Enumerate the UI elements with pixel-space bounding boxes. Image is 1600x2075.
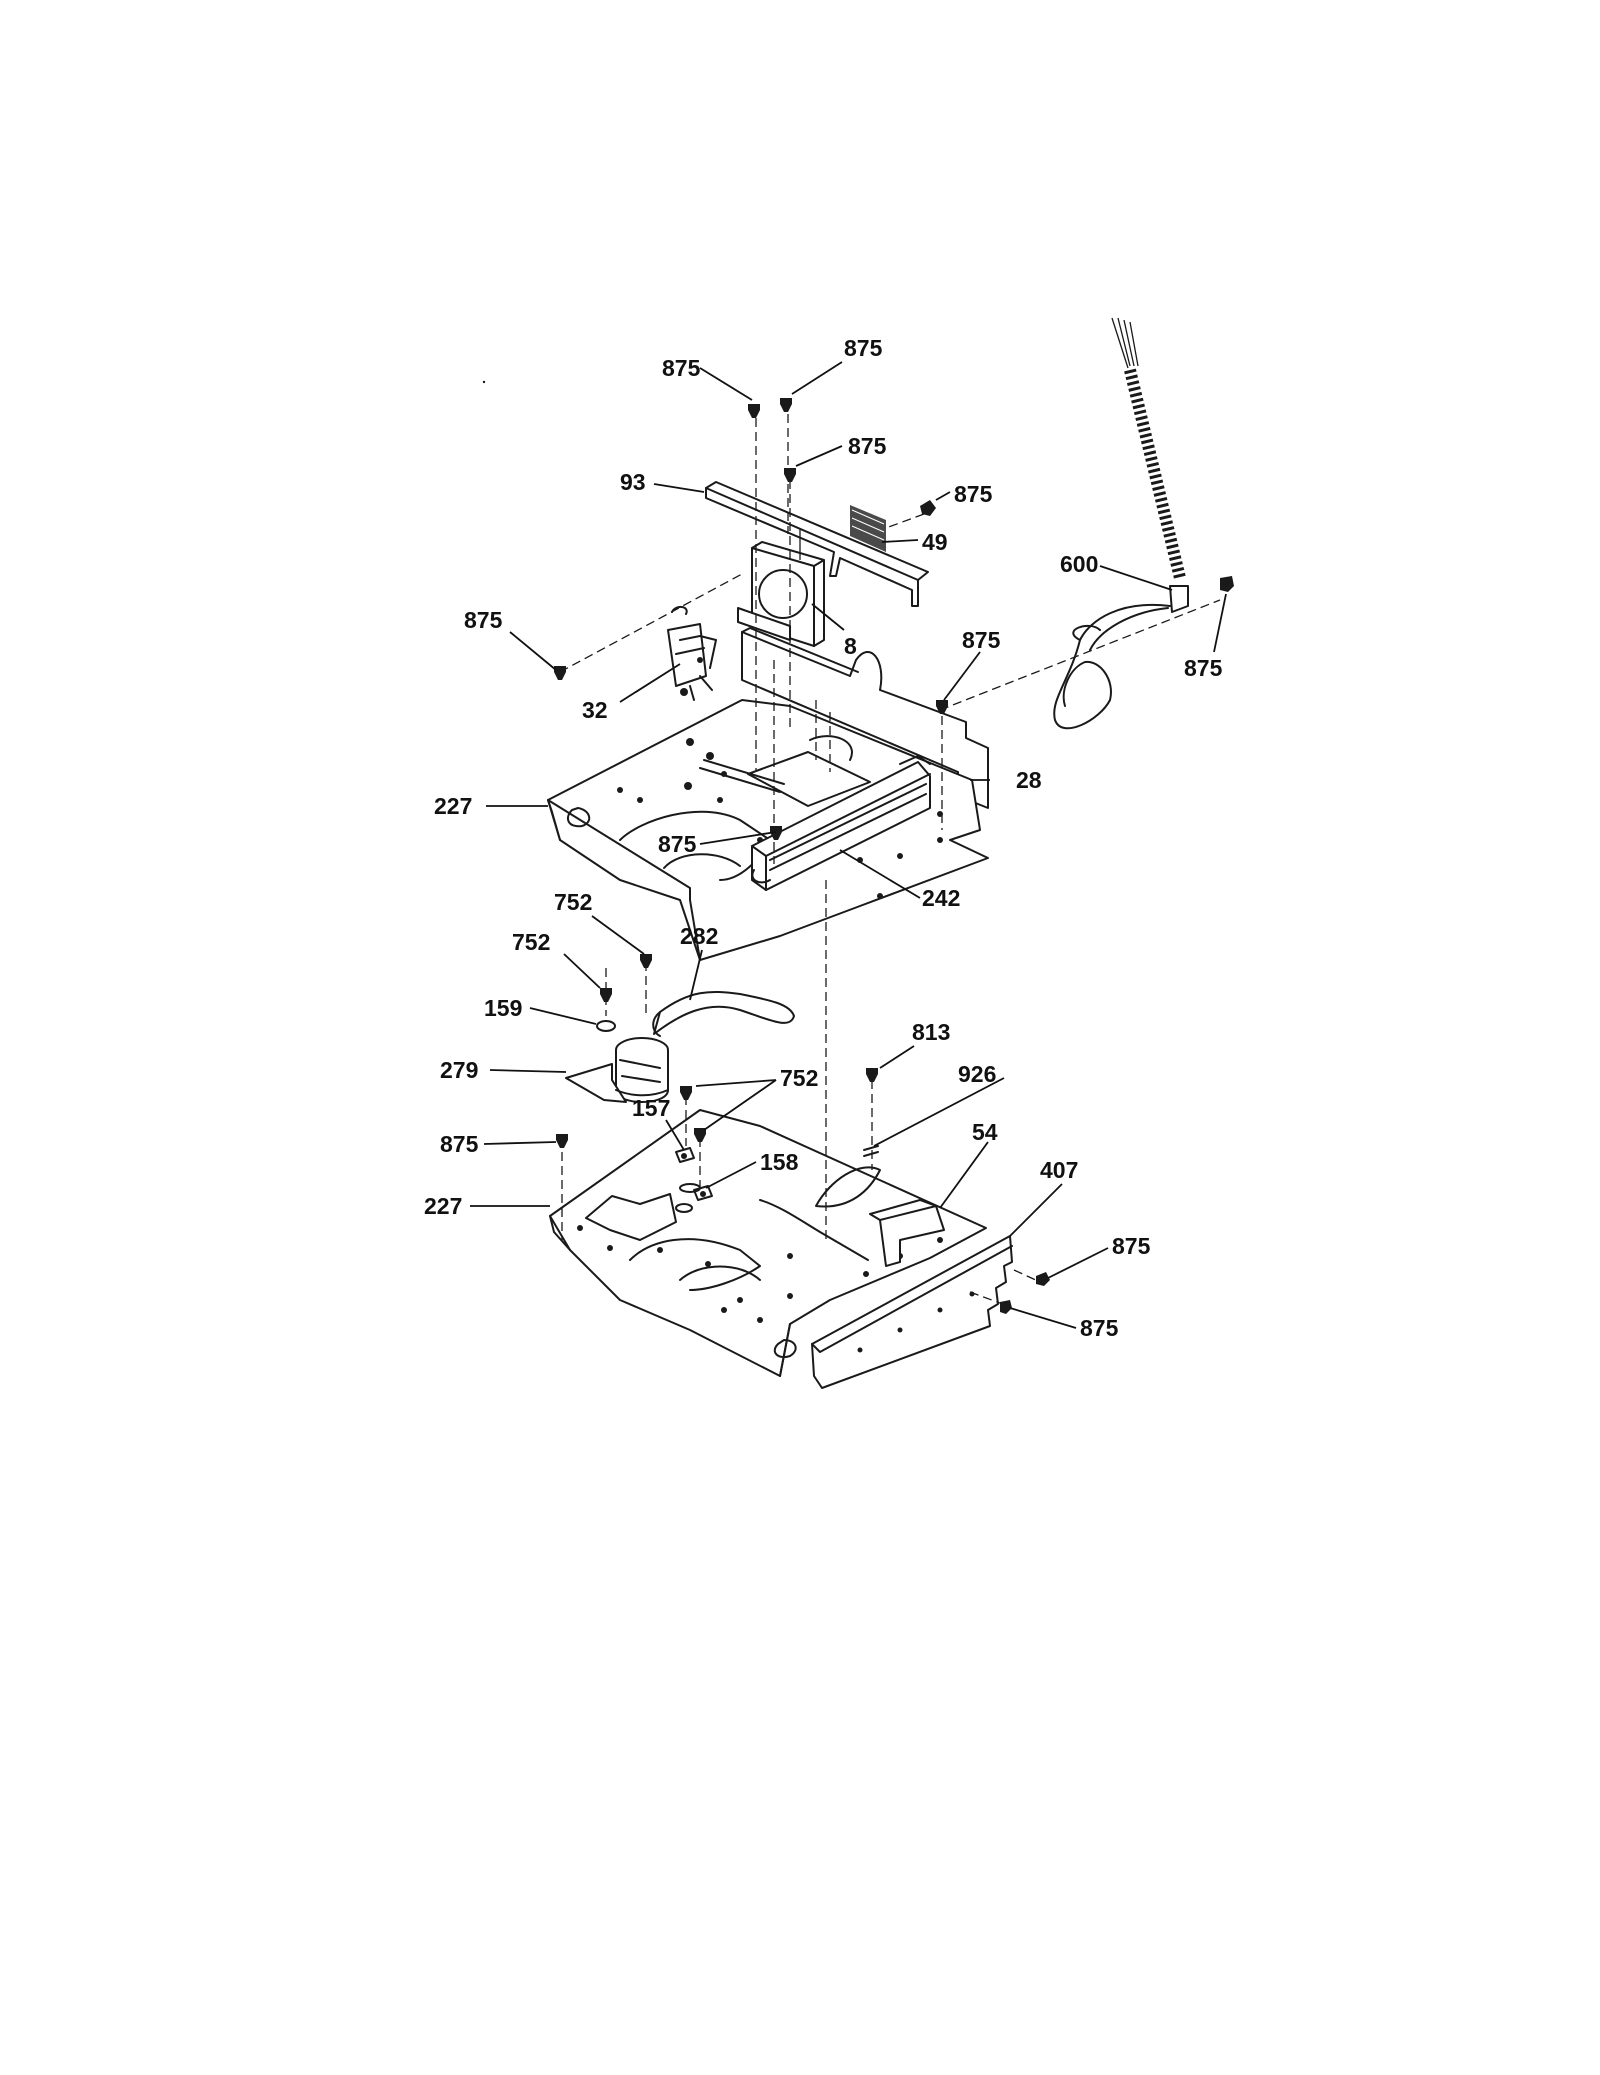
part-label-242: 242: [922, 885, 960, 911]
part-label-875: 875: [1184, 655, 1223, 681]
part-label-875: 875: [848, 433, 887, 459]
part-label-227: 227: [424, 1193, 462, 1219]
bracket-54: [869, 1199, 945, 1267]
part-label-752: 752: [512, 929, 550, 955]
screw-icon: [936, 700, 948, 714]
part-label-157: 157: [632, 1095, 670, 1121]
cord-wires: [1111, 317, 1139, 369]
bracket-93: [705, 481, 929, 607]
screw-icon: [1220, 576, 1234, 592]
cord-coil: [1053, 603, 1171, 730]
motor-32: [667, 606, 717, 701]
part-label-875: 875: [662, 355, 701, 381]
screw-icon: [600, 988, 612, 1002]
fan-housing-8: [737, 541, 825, 647]
cord-loop: [1072, 624, 1101, 641]
cord-lead: [1089, 607, 1169, 651]
stray-dot: [482, 380, 486, 384]
screw-icon: [780, 398, 792, 412]
part-label-54: 54: [972, 1119, 998, 1145]
part-label-875: 875: [658, 831, 697, 857]
part-label-32: 32: [582, 697, 608, 723]
part-label-875: 875: [440, 1131, 479, 1157]
part-label-158: 158: [760, 1149, 799, 1175]
screw-icon: [680, 1086, 692, 1100]
upper-base-pan-227: [547, 699, 989, 961]
screw-icon: [1000, 1300, 1012, 1314]
part-label-407: 407: [1040, 1157, 1078, 1183]
part-label-8: 8: [844, 633, 857, 659]
part-label-752: 752: [554, 889, 592, 915]
pump-279: [565, 1037, 669, 1103]
clip-159: [596, 1020, 616, 1032]
part-labels: 875 875 875 875 93 49 600 875 8 875 32 8…: [424, 335, 1223, 1341]
screw-icon: [1036, 1272, 1050, 1286]
screw-icon: [866, 1068, 878, 1082]
screw-icon: [554, 666, 566, 680]
part-label-159: 159: [484, 995, 522, 1021]
assembly-lines: [559, 414, 1221, 1307]
screw-icon: [920, 500, 936, 516]
part-label-875: 875: [962, 627, 1001, 653]
part-label-813: 813: [912, 1019, 950, 1045]
part-label-93: 93: [620, 469, 646, 495]
cord-bracket: [1169, 585, 1189, 613]
part-label-926: 926: [958, 1061, 996, 1087]
part-label-49: 49: [922, 529, 948, 555]
screw-icon: [640, 954, 652, 968]
hose-282: [652, 990, 795, 1037]
clip-158: [693, 1185, 713, 1201]
screw-icon: [748, 404, 760, 418]
part-label-752: 752: [780, 1065, 818, 1091]
screw-icon: [556, 1134, 568, 1148]
part-label-875: 875: [464, 607, 503, 633]
leader-lines: [470, 361, 1227, 1329]
part-label-227: 227: [434, 793, 472, 819]
part-label-875: 875: [844, 335, 883, 361]
part-label-279: 279: [440, 1057, 478, 1083]
part-label-600: 600: [1060, 551, 1098, 577]
duct-242: [751, 755, 931, 891]
part-label-282: 282: [680, 923, 718, 949]
part-label-875: 875: [954, 481, 993, 507]
part-label-875: 875: [1080, 1315, 1119, 1341]
part-label-875: 875: [1112, 1233, 1151, 1259]
power-cord-assembly: [1053, 317, 1189, 730]
front-panel-407: [811, 1235, 1013, 1389]
screws: [554, 398, 1234, 1314]
screw-icon: [770, 826, 782, 840]
lower-base-pan-227: [549, 1109, 987, 1377]
screw-icon: [694, 1128, 706, 1142]
clamp-926: [863, 1145, 879, 1157]
screw-icon: [784, 468, 796, 482]
clip-157: [675, 1147, 695, 1163]
grille-49: [850, 505, 886, 552]
cord-conduit: [1124, 368, 1186, 580]
part-label-28: 28: [1016, 767, 1042, 793]
